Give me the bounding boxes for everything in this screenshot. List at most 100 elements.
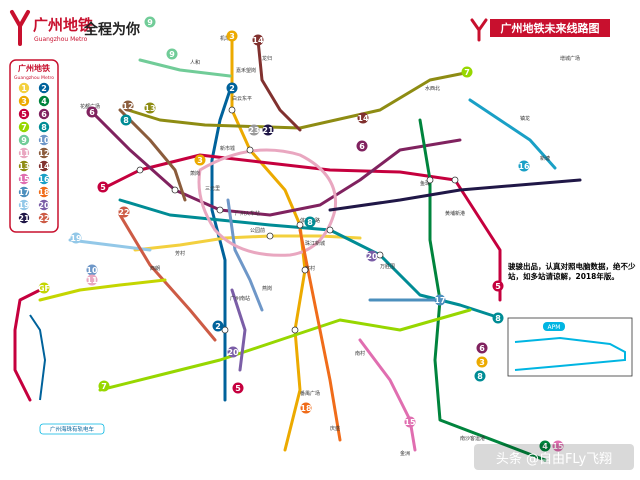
station-label: 南村 xyxy=(355,350,365,357)
legend-subtitle: Guangzhou Metro xyxy=(14,75,54,81)
line-19-badge-label: 19 xyxy=(70,234,82,243)
line-3-badge-label: 3 xyxy=(229,32,235,41)
line-GF-badge-label: GF xyxy=(38,284,50,293)
line-13-badge xyxy=(144,102,156,114)
legend-line-3-badge xyxy=(18,95,30,107)
line-6-badge xyxy=(356,140,368,152)
line-22-badge xyxy=(118,206,130,218)
station-label: 芳村 xyxy=(175,250,185,257)
line-20-path xyxy=(230,288,247,372)
line-15-badge-label: 15 xyxy=(404,418,416,427)
legend-line-9-label: 9 xyxy=(21,136,27,145)
line-8-badge xyxy=(304,216,316,228)
line-5-badge-label: 5 xyxy=(100,183,106,192)
line-5-badge-label: 5 xyxy=(495,282,501,291)
legend-line-12-label: 12 xyxy=(38,149,49,158)
station-label: 广州火车站 xyxy=(235,210,260,217)
watermark-bg xyxy=(474,444,634,470)
legend-line-19-badge xyxy=(18,199,30,211)
line-7-badge-label: 7 xyxy=(464,68,470,77)
line-17-badge xyxy=(434,294,446,306)
line-14-badge-label: 14 xyxy=(252,36,264,45)
station-label: 新市墟 xyxy=(220,145,235,152)
legend-line-17-badge xyxy=(18,186,30,198)
line-6-badge xyxy=(476,342,488,354)
station-label: 燕岗 xyxy=(262,285,272,292)
line-6-badge-label: 6 xyxy=(359,142,365,151)
line-10-badge-label: 10 xyxy=(86,266,98,275)
line-18-badge-label: 18 xyxy=(300,404,312,413)
watermark-text: 头条 @自由FLy飞翔 xyxy=(496,451,612,467)
station-dot xyxy=(266,232,274,240)
line-9-badge-label: 9 xyxy=(169,50,175,59)
station-dot xyxy=(221,326,229,334)
line-2-badge xyxy=(226,82,238,94)
line-2-badge xyxy=(212,320,224,332)
line-8-badge xyxy=(492,312,504,324)
station-label: 广州南站 xyxy=(230,295,250,302)
apm-frame xyxy=(507,317,633,377)
header-logo: 广州地铁 Guangzhou Metro 全程为你 xyxy=(10,10,140,46)
line-4-badge xyxy=(539,440,551,452)
credit-note: 骏骏出品，认真对照电脑数据，绝不少站，如多站请谅解，2018年版。 xyxy=(508,262,636,281)
line-10-path xyxy=(226,198,264,312)
legend-line-10-badge xyxy=(38,134,50,146)
station-label: 花都广场 xyxy=(80,103,100,110)
station-dot xyxy=(216,206,224,214)
line-8-badge xyxy=(474,370,486,382)
line-23-badge xyxy=(248,124,260,136)
legend-line-6-badge xyxy=(38,108,50,120)
line-GF-badge xyxy=(38,282,50,294)
line-7-path xyxy=(98,308,472,392)
line-2-badge-label: 2 xyxy=(215,322,221,331)
legend-line-13-badge xyxy=(18,160,30,172)
line-21-badge xyxy=(262,124,274,136)
line-18-path xyxy=(298,228,342,442)
station-label: 人和 xyxy=(190,59,200,66)
station-label: 南沙客运港 xyxy=(460,435,485,442)
line-5-badge-label: 5 xyxy=(235,384,241,393)
line-gf-path xyxy=(38,278,167,302)
station-label: 水西北 xyxy=(425,85,440,92)
slogan: 全程为你 xyxy=(83,21,140,38)
line-5-badge xyxy=(232,382,244,394)
line-8-badge-label: 8 xyxy=(477,372,483,381)
station-dot xyxy=(246,146,254,154)
legend-line-3-label: 3 xyxy=(21,97,27,106)
legend-line-18-badge xyxy=(38,186,50,198)
line-16-badge xyxy=(518,160,530,172)
legend-line-19-label: 19 xyxy=(18,201,30,210)
line-19-path xyxy=(68,238,152,252)
line-9-path xyxy=(138,58,232,78)
legend-line-11-badge xyxy=(18,147,30,159)
line-9-badge-label: 9 xyxy=(147,18,153,27)
apm-route xyxy=(514,336,626,371)
station-dot xyxy=(296,221,304,229)
station-label: 珠江新城 xyxy=(305,240,325,247)
line-18-badge xyxy=(300,402,312,414)
line-7-badge-label: 7 xyxy=(101,382,107,391)
station-dot xyxy=(136,166,144,174)
station-label: 增城广场 xyxy=(560,55,580,62)
legend-line-6-label: 6 xyxy=(41,110,47,119)
station-label: 黄埔新港 xyxy=(445,210,465,217)
station-dot xyxy=(326,226,334,234)
line-16-badge-label: 16 xyxy=(518,162,530,171)
title-bar xyxy=(490,19,610,37)
line-20-badge xyxy=(227,346,239,358)
legend-line-8-label: 8 xyxy=(41,123,47,132)
tram-box xyxy=(39,423,105,435)
legend-title: 广州地铁 xyxy=(18,63,50,73)
line-8-badge-label: 8 xyxy=(495,314,501,323)
station-labels: 嘉禾望岗 白云东平 龙归 人和 新市墟 萧岗 三元里 广州火车站 公园前 体育西… xyxy=(80,35,580,457)
line-14-badge xyxy=(252,34,264,46)
legend-line-2-badge xyxy=(38,82,50,94)
legend-line-15-badge xyxy=(18,173,30,185)
station-label: 镇龙 xyxy=(520,115,530,122)
station-label: 客村 xyxy=(305,265,315,272)
line-20-badge-label: 20 xyxy=(366,252,378,261)
legend-line-12-badge xyxy=(38,147,50,159)
line-13-badge-label: 13 xyxy=(144,104,155,113)
logo-text-cn: 广州地铁 xyxy=(33,16,93,34)
line-14-badge xyxy=(357,112,369,124)
